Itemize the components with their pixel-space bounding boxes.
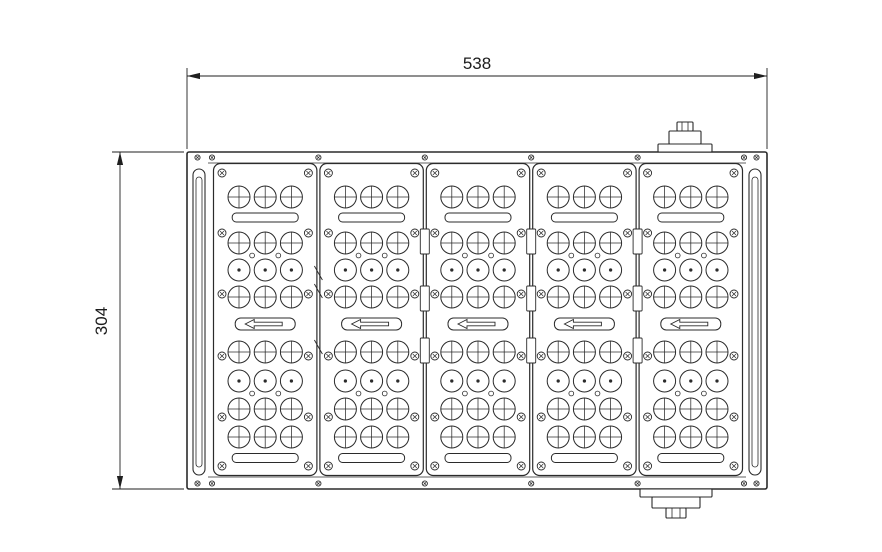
body-geometry xyxy=(186,121,768,519)
dimension-annotations xyxy=(112,68,768,490)
width-dimension-label: 538 xyxy=(463,54,491,73)
height-dimension-label: 304 xyxy=(92,307,111,335)
